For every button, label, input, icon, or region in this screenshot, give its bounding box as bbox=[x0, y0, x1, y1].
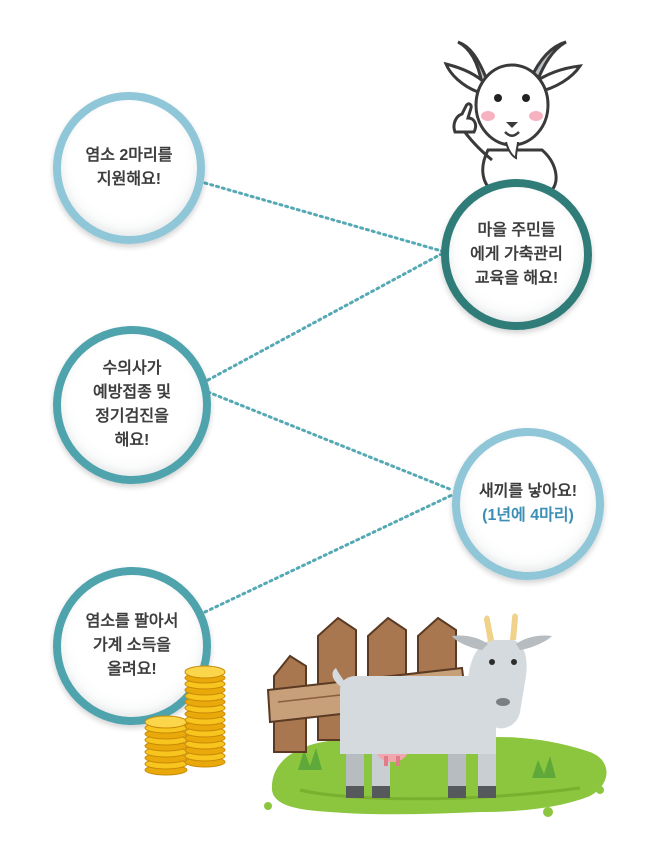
bubble-breeding-highlight: (1년에 4마리) bbox=[482, 507, 574, 524]
bubble-vet-line-4: 해요! bbox=[114, 432, 150, 449]
bubble-breeding: 새끼를 낳아요! (1년에 4마리) bbox=[452, 428, 604, 580]
bubble-education: 마을 주민들 에게 가축관리 교육을 해요! bbox=[441, 179, 592, 330]
bubble-education-line-1: 마을 주민들 bbox=[477, 221, 556, 239]
bubble-vet-line-3: 정기검진을 bbox=[95, 408, 169, 425]
bubble-income: 염소를 팔아서 가계 소득을 올려요! bbox=[53, 567, 211, 725]
bubble-income-line-2: 가계 소득을 bbox=[92, 637, 172, 654]
bubble-income-line-1: 염소를 팔아서 bbox=[85, 613, 179, 630]
bubble-breeding-line-1: 새끼를 낳아요! bbox=[478, 483, 578, 500]
bubble-education-line-3: 교육을 해요! bbox=[474, 269, 559, 287]
bubble-support-line-2: 지원해요! bbox=[96, 171, 162, 188]
bubble-vet-line-1: 수의사가 bbox=[102, 360, 162, 377]
goat-icon bbox=[332, 613, 552, 798]
bubble-vet-line-2: 예방접종 및 bbox=[92, 384, 172, 401]
connector-vet-education bbox=[206, 250, 447, 382]
bubble-income-line-3: 올려요! bbox=[107, 661, 157, 678]
bubble-education-line-2: 에게 가축관리 bbox=[470, 245, 563, 263]
connector-income-breeding bbox=[203, 493, 454, 614]
bubble-support: 염소 2마리를 지원해요! bbox=[53, 92, 205, 244]
connector-vet-breeding bbox=[206, 390, 454, 492]
coin-top bbox=[184, 665, 226, 679]
bubble-vet: 수의사가 예방접종 및 정기검진을 해요! bbox=[53, 326, 211, 484]
connector-support-education bbox=[203, 181, 447, 254]
bubble-support-line-1: 염소 2마리를 bbox=[85, 147, 173, 164]
